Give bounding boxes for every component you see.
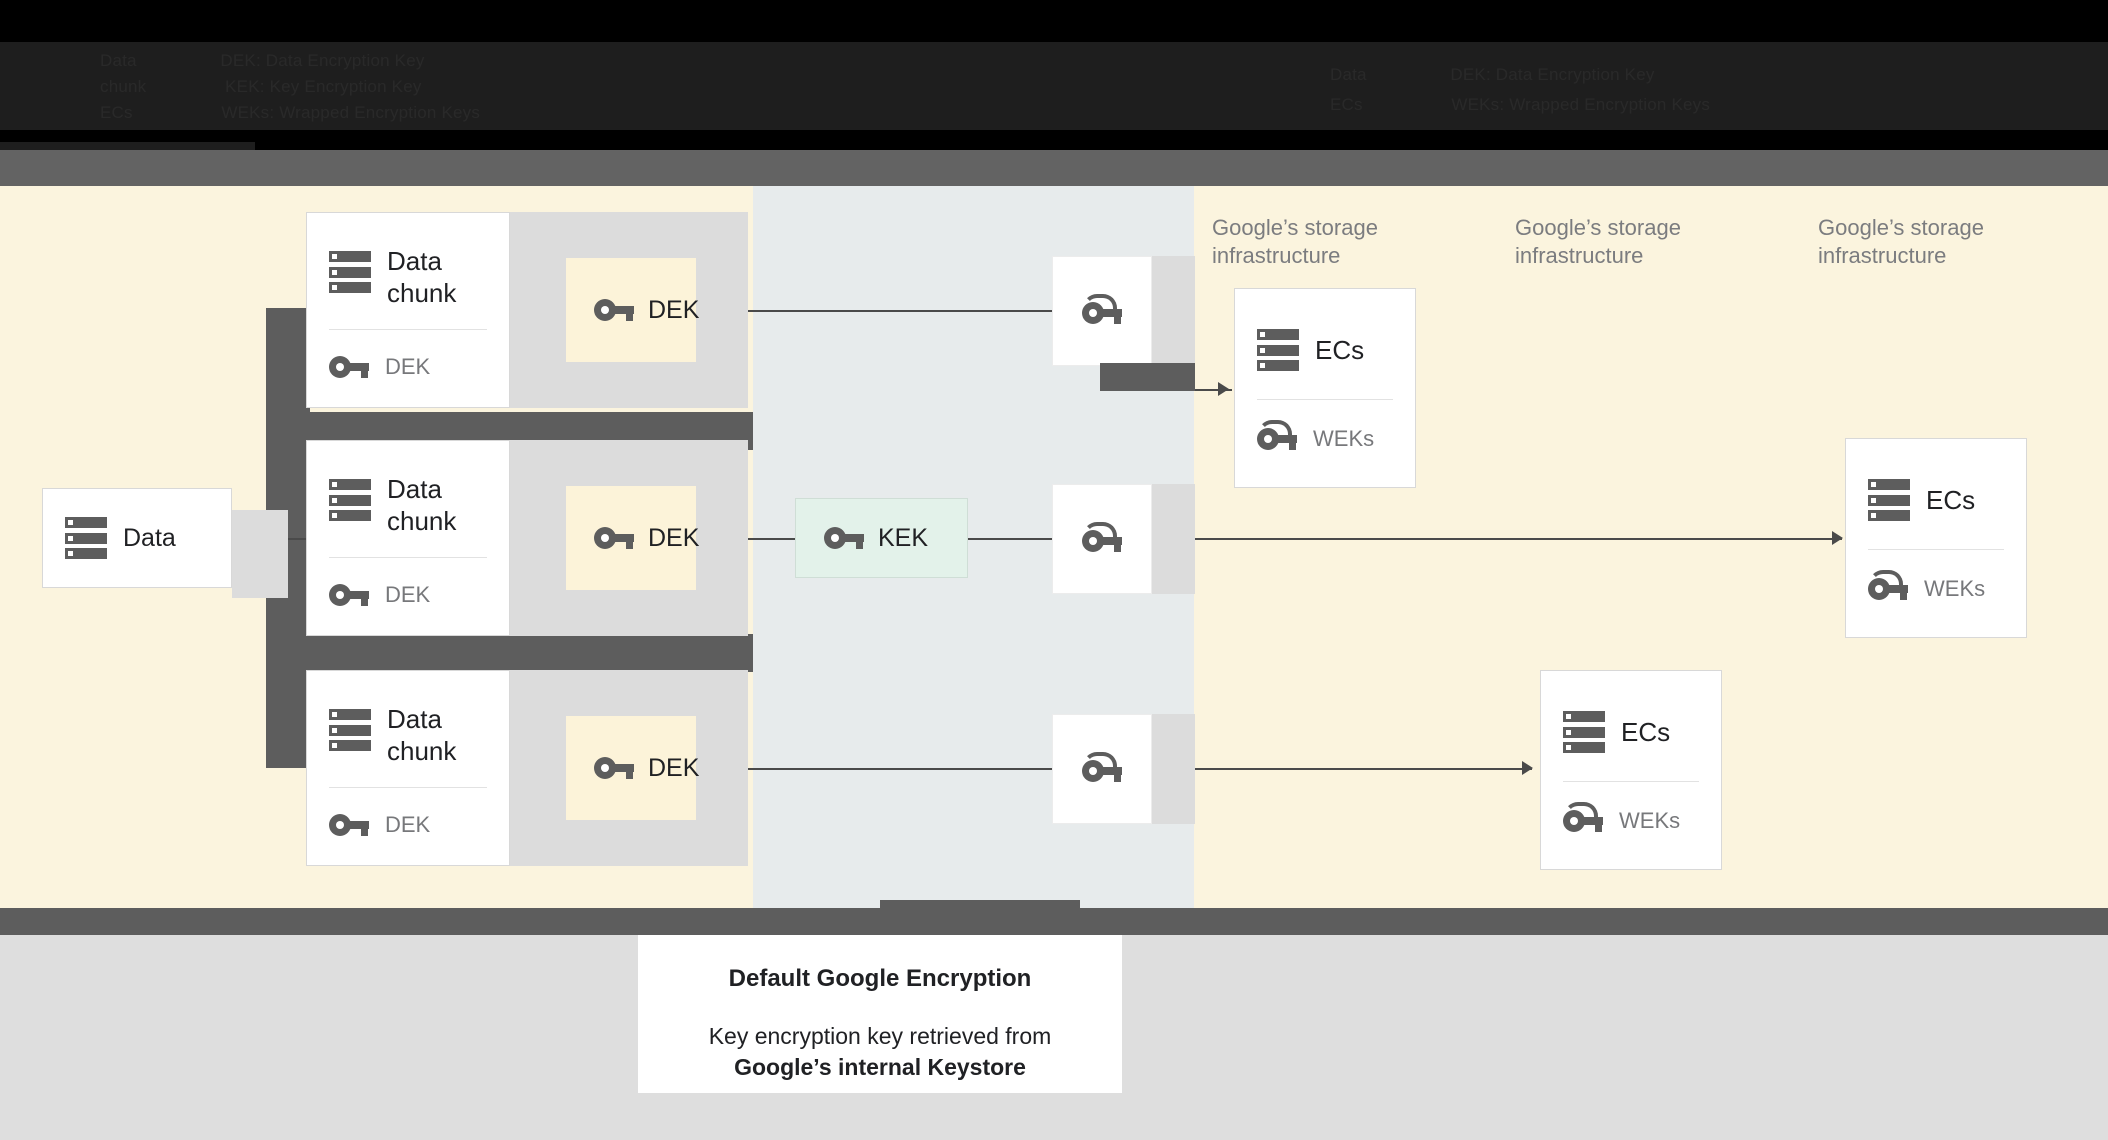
ec-card-3-key-label: WEKs bbox=[1619, 808, 1681, 833]
server-stack-icon bbox=[1868, 479, 1910, 521]
key-tile-2[interactable] bbox=[1052, 484, 1152, 594]
footer-dark-band bbox=[0, 908, 2108, 935]
chunk-card-1[interactable]: Data chunk DEK bbox=[306, 212, 510, 408]
dek-box-3[interactable]: DEK bbox=[566, 716, 700, 820]
dek-box-1[interactable]: DEK bbox=[566, 258, 700, 362]
key-tile-1-overlay-bar bbox=[1100, 363, 1195, 391]
connector-key3-to-ec3 bbox=[1162, 768, 1532, 770]
fanout-bracket-bar-2 bbox=[266, 634, 753, 672]
dek-box-2-label: DEK bbox=[648, 523, 700, 552]
header-dark-band bbox=[0, 150, 2108, 186]
ec-card-2[interactable]: ECs WEKs bbox=[1845, 438, 2027, 638]
dek-box-3-label: DEK bbox=[648, 753, 700, 782]
data-card-label: Data bbox=[123, 523, 176, 552]
connector-kek-to-key2 bbox=[968, 538, 1052, 540]
key-icon bbox=[594, 755, 634, 781]
storage-label-3: Google’s storage infrastructure bbox=[1818, 215, 1984, 268]
key-icon bbox=[594, 525, 634, 551]
server-stack-icon bbox=[1257, 329, 1299, 371]
arrow-to-ec1 bbox=[1218, 382, 1229, 396]
connector-key2-to-ec2 bbox=[1162, 538, 1842, 540]
wrapped-key-icon bbox=[1563, 802, 1603, 834]
dek-box-1-label: DEK bbox=[648, 295, 700, 324]
server-stack-icon bbox=[329, 709, 371, 751]
storage-label-2: Google’s storage infrastructure bbox=[1515, 215, 1681, 268]
key-icon bbox=[329, 582, 369, 608]
storage-label-1: Google’s storage infrastructure bbox=[1212, 215, 1378, 268]
server-stack-icon bbox=[329, 251, 371, 293]
key-tile-3[interactable] bbox=[1052, 714, 1152, 824]
dek-box-2[interactable]: DEK bbox=[566, 486, 700, 590]
bottom-dark-notch bbox=[880, 900, 1080, 910]
chunk-card-2-title-line1: Data bbox=[387, 474, 442, 504]
caption-title: Default Google Encryption bbox=[728, 965, 1032, 992]
chunk-card-2-divider bbox=[329, 557, 487, 558]
chunk-card-3-title-line1: Data bbox=[387, 704, 442, 734]
key-icon bbox=[594, 297, 634, 323]
ec-card-3[interactable]: ECs WEKs bbox=[1540, 670, 1722, 870]
key-icon bbox=[824, 525, 864, 551]
caption-body-line2: Google’s internal Keystore bbox=[734, 1054, 1026, 1080]
ec-card-1-title: ECs bbox=[1315, 334, 1365, 365]
data-card[interactable]: Data bbox=[42, 488, 232, 588]
arrow-to-ec2 bbox=[1832, 531, 1843, 545]
caption-body-line1: Key encryption key retrieved from bbox=[708, 1023, 1052, 1049]
chunk-card-3-key-label: DEK bbox=[385, 812, 431, 837]
ec-card-2-divider bbox=[1868, 549, 2004, 550]
key-tile-1[interactable] bbox=[1052, 256, 1152, 366]
top-legend-band: Data DEK: Data Encryption Key chunk KEK:… bbox=[0, 0, 2108, 150]
key-icon bbox=[329, 812, 369, 838]
server-stack-icon bbox=[1563, 711, 1605, 753]
wrapped-key-icon bbox=[1257, 420, 1297, 452]
chunk-card-2-title-line2: chunk bbox=[387, 506, 457, 536]
ec-card-1-key-label: WEKs bbox=[1313, 426, 1375, 451]
top-legend-band-inner: Data DEK: Data Encryption Key chunk KEK:… bbox=[0, 42, 2108, 130]
chunk-card-1-title-line2: chunk bbox=[387, 278, 457, 308]
ec-card-2-title: ECs bbox=[1926, 484, 1976, 515]
ec-card-3-title: ECs bbox=[1621, 716, 1671, 747]
wrapped-key-icon bbox=[1082, 752, 1122, 784]
chunk-card-1-key-label: DEK bbox=[385, 354, 431, 379]
caption-box: Default Google Encryption Key encryption… bbox=[638, 935, 1122, 1093]
legend-ghost-right-2: ECs WEKs: Wrapped Encryption Keys bbox=[1330, 95, 1755, 114]
server-stack-icon bbox=[329, 479, 371, 521]
chunk-card-3[interactable]: Data chunk DEK bbox=[306, 670, 510, 866]
ec-card-1-divider bbox=[1257, 399, 1393, 400]
chunk-card-1-divider bbox=[329, 329, 487, 330]
connector-dek1-to-key1 bbox=[696, 310, 1052, 312]
wrapped-key-icon bbox=[1868, 570, 1908, 602]
data-card-shadow bbox=[232, 510, 288, 598]
chunk-card-1-title-line1: Data bbox=[387, 246, 442, 276]
connector-key1-to-ec1 bbox=[1162, 389, 1232, 391]
chunk-card-3-title-line2: chunk bbox=[387, 736, 457, 766]
legend-ghost-line-3: ECs WEKs: Wrapped Encryption Keys bbox=[100, 103, 525, 122]
legend-ghost-right-1: Data DEK: Data Encryption Key bbox=[1330, 65, 1724, 84]
key-icon bbox=[329, 354, 369, 380]
legend-ghost-line-2: chunk KEK: Key Encryption Key bbox=[100, 77, 496, 96]
wrapped-key-icon bbox=[1082, 522, 1122, 554]
ec-card-3-divider bbox=[1563, 781, 1699, 782]
arrow-to-ec3 bbox=[1522, 761, 1533, 775]
chunk-card-2-key-label: DEK bbox=[385, 582, 431, 607]
kek-box[interactable]: KEK bbox=[795, 498, 968, 578]
chunk-card-3-divider bbox=[329, 787, 487, 788]
connector-dek3-to-key3 bbox=[696, 768, 1052, 770]
ec-card-2-key-label: WEKs bbox=[1924, 576, 1986, 601]
chunk-card-2[interactable]: Data chunk DEK bbox=[306, 440, 510, 636]
wrapped-key-icon bbox=[1082, 294, 1122, 326]
kek-box-label: KEK bbox=[878, 523, 929, 552]
legend-ghost-line-1: Data DEK: Data Encryption Key bbox=[100, 51, 494, 70]
ec-card-1[interactable]: ECs WEKs bbox=[1234, 288, 1416, 488]
server-stack-icon bbox=[65, 517, 107, 559]
